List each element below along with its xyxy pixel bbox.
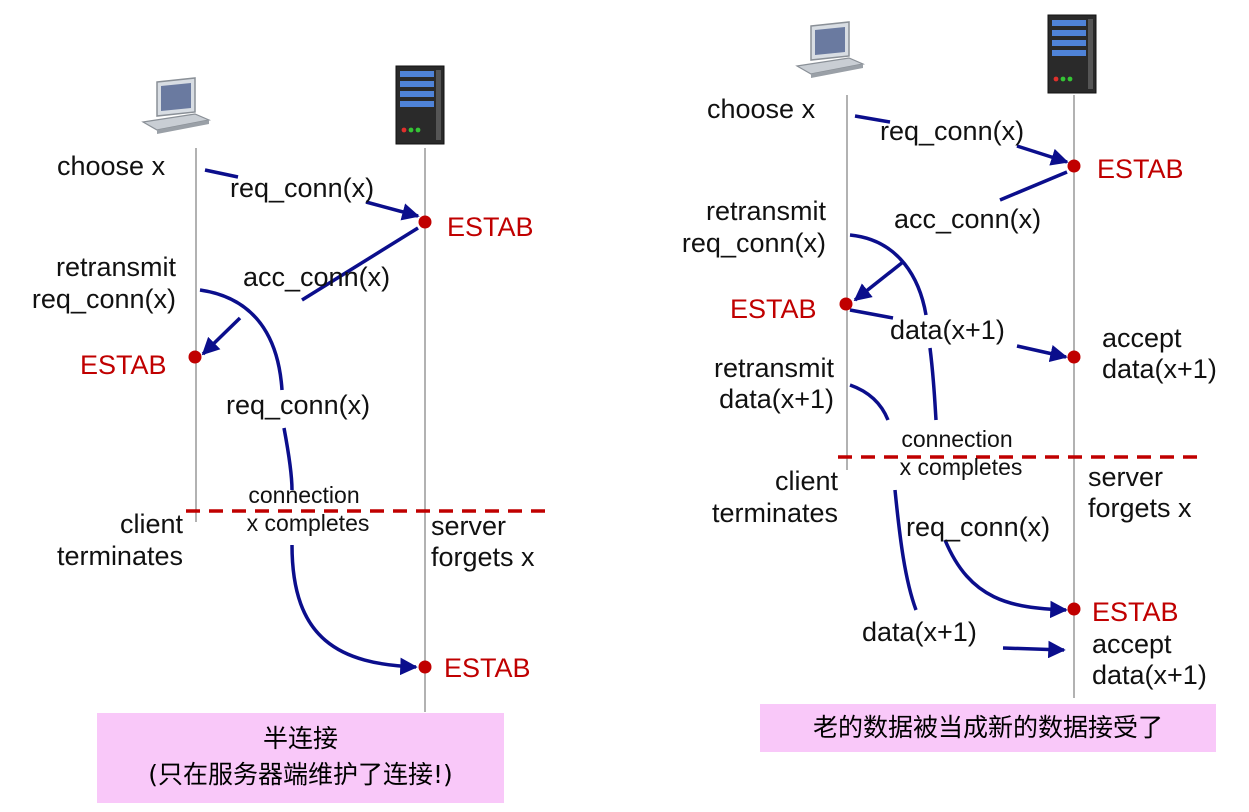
estab-client-label: ESTAB — [730, 294, 817, 324]
retrans-data-arrow-a — [849, 383, 890, 421]
choose-label: choose x — [707, 94, 816, 124]
server-icon — [1047, 14, 1097, 94]
caption-title: 老的数据被当成新的数据接受了 — [812, 713, 1163, 742]
retrans-data-arrow-b — [893, 489, 918, 611]
data-label: data(x+1) — [890, 315, 1005, 345]
server-forgets-label-2: forgets x — [431, 542, 535, 572]
right-scenario: choose x req_conn(x) ESTAB retransmit re… — [682, 14, 1217, 698]
retransmit-data-label: retransmit — [714, 353, 835, 383]
retrans-req-arrow-c — [943, 539, 1068, 619]
caption-subtitle: (只在服务器端维护了连接!) — [148, 760, 453, 789]
data-retrans-label: data(x+1) — [862, 617, 977, 647]
server-forgets-label: server — [1088, 462, 1163, 492]
acc-conn-label: acc_conn(x) — [894, 204, 1041, 234]
accept-data-late-label: accept — [1092, 629, 1172, 659]
estab-dot-late — [1067, 602, 1081, 616]
connection-label: connection — [248, 482, 359, 508]
caption-title: 半连接 — [262, 724, 338, 753]
retransmit-label: retransmit — [56, 252, 177, 282]
acc-conn-arrow-top — [999, 170, 1068, 202]
client-terminates-label: client — [775, 466, 839, 496]
req-conn-arrow-start — [204, 168, 239, 179]
server-forgets-label: server — [431, 511, 506, 541]
retransmit-label-2: req_conn(x) — [32, 284, 176, 314]
estab-dot-server — [418, 215, 432, 229]
accept-data-label-2: data(x+1) — [1102, 354, 1217, 384]
req-conn-retrans-label: req_conn(x) — [906, 512, 1050, 542]
retrans-req-arrow-a — [849, 233, 928, 316]
estab-dot-client — [839, 297, 853, 311]
client-terminates-label-2: terminates — [57, 541, 183, 571]
estab-dot-late — [418, 660, 432, 674]
req-conn-arrow — [365, 200, 420, 221]
estab-client-label: ESTAB — [80, 350, 167, 380]
connection-label: connection — [901, 426, 1012, 452]
acc-conn-arrow-top — [301, 226, 419, 302]
retrans-arrow-a — [199, 288, 284, 391]
data-arrow-start — [849, 308, 894, 320]
req-conn-arrow-start — [854, 114, 891, 124]
server-forgets-label-2: forgets x — [1088, 493, 1192, 523]
estab-dot-client — [188, 350, 202, 364]
connection-label-2: x completes — [900, 454, 1023, 480]
accept-data-late-label-2: data(x+1) — [1092, 660, 1207, 690]
estab-server-label: ESTAB — [1097, 154, 1184, 184]
old-data-caption: 老的数据被当成新的数据接受了 — [760, 704, 1216, 752]
retrans-arrow-b — [282, 427, 294, 491]
retransmit-data-label-2: data(x+1) — [719, 384, 834, 414]
req-conn-arrow — [1016, 144, 1069, 166]
estab-dot-server — [1067, 159, 1081, 173]
laptop-icon — [142, 77, 210, 135]
retransmit-label-2: req_conn(x) — [682, 228, 826, 258]
estab-server-label: ESTAB — [447, 212, 534, 242]
left-scenario: choose x req_conn(x) ESTAB retransmit re… — [32, 65, 545, 712]
connection-label-2: x completes — [247, 510, 370, 536]
choose-label: choose x — [57, 151, 166, 181]
retransmit-label: retransmit — [706, 196, 827, 226]
acc-conn-arrow — [201, 316, 242, 356]
retrans-req-arrow-b — [928, 347, 938, 421]
half-open-caption: 半连接 (只在服务器端维护了连接!) — [97, 713, 504, 803]
req-conn-label: req_conn(x) — [230, 173, 374, 203]
retrans-data-arrow-c — [1002, 640, 1066, 659]
acc-conn-arrow — [853, 260, 905, 302]
server-icon — [395, 65, 445, 145]
client-terminates-label-2: terminates — [712, 498, 838, 528]
accept-dot — [1067, 350, 1081, 364]
acc-conn-label: acc_conn(x) — [243, 262, 390, 292]
retrans-arrow-c — [290, 544, 418, 676]
client-terminates-label: client — [120, 509, 184, 539]
data-arrow — [1016, 344, 1068, 363]
estab-late-label: ESTAB — [444, 653, 531, 683]
estab-late-label: ESTAB — [1092, 597, 1179, 627]
laptop-icon — [796, 21, 864, 79]
req-conn-retrans-label: req_conn(x) — [226, 390, 370, 420]
accept-data-label: accept — [1102, 323, 1182, 353]
req-conn-label: req_conn(x) — [880, 116, 1024, 146]
